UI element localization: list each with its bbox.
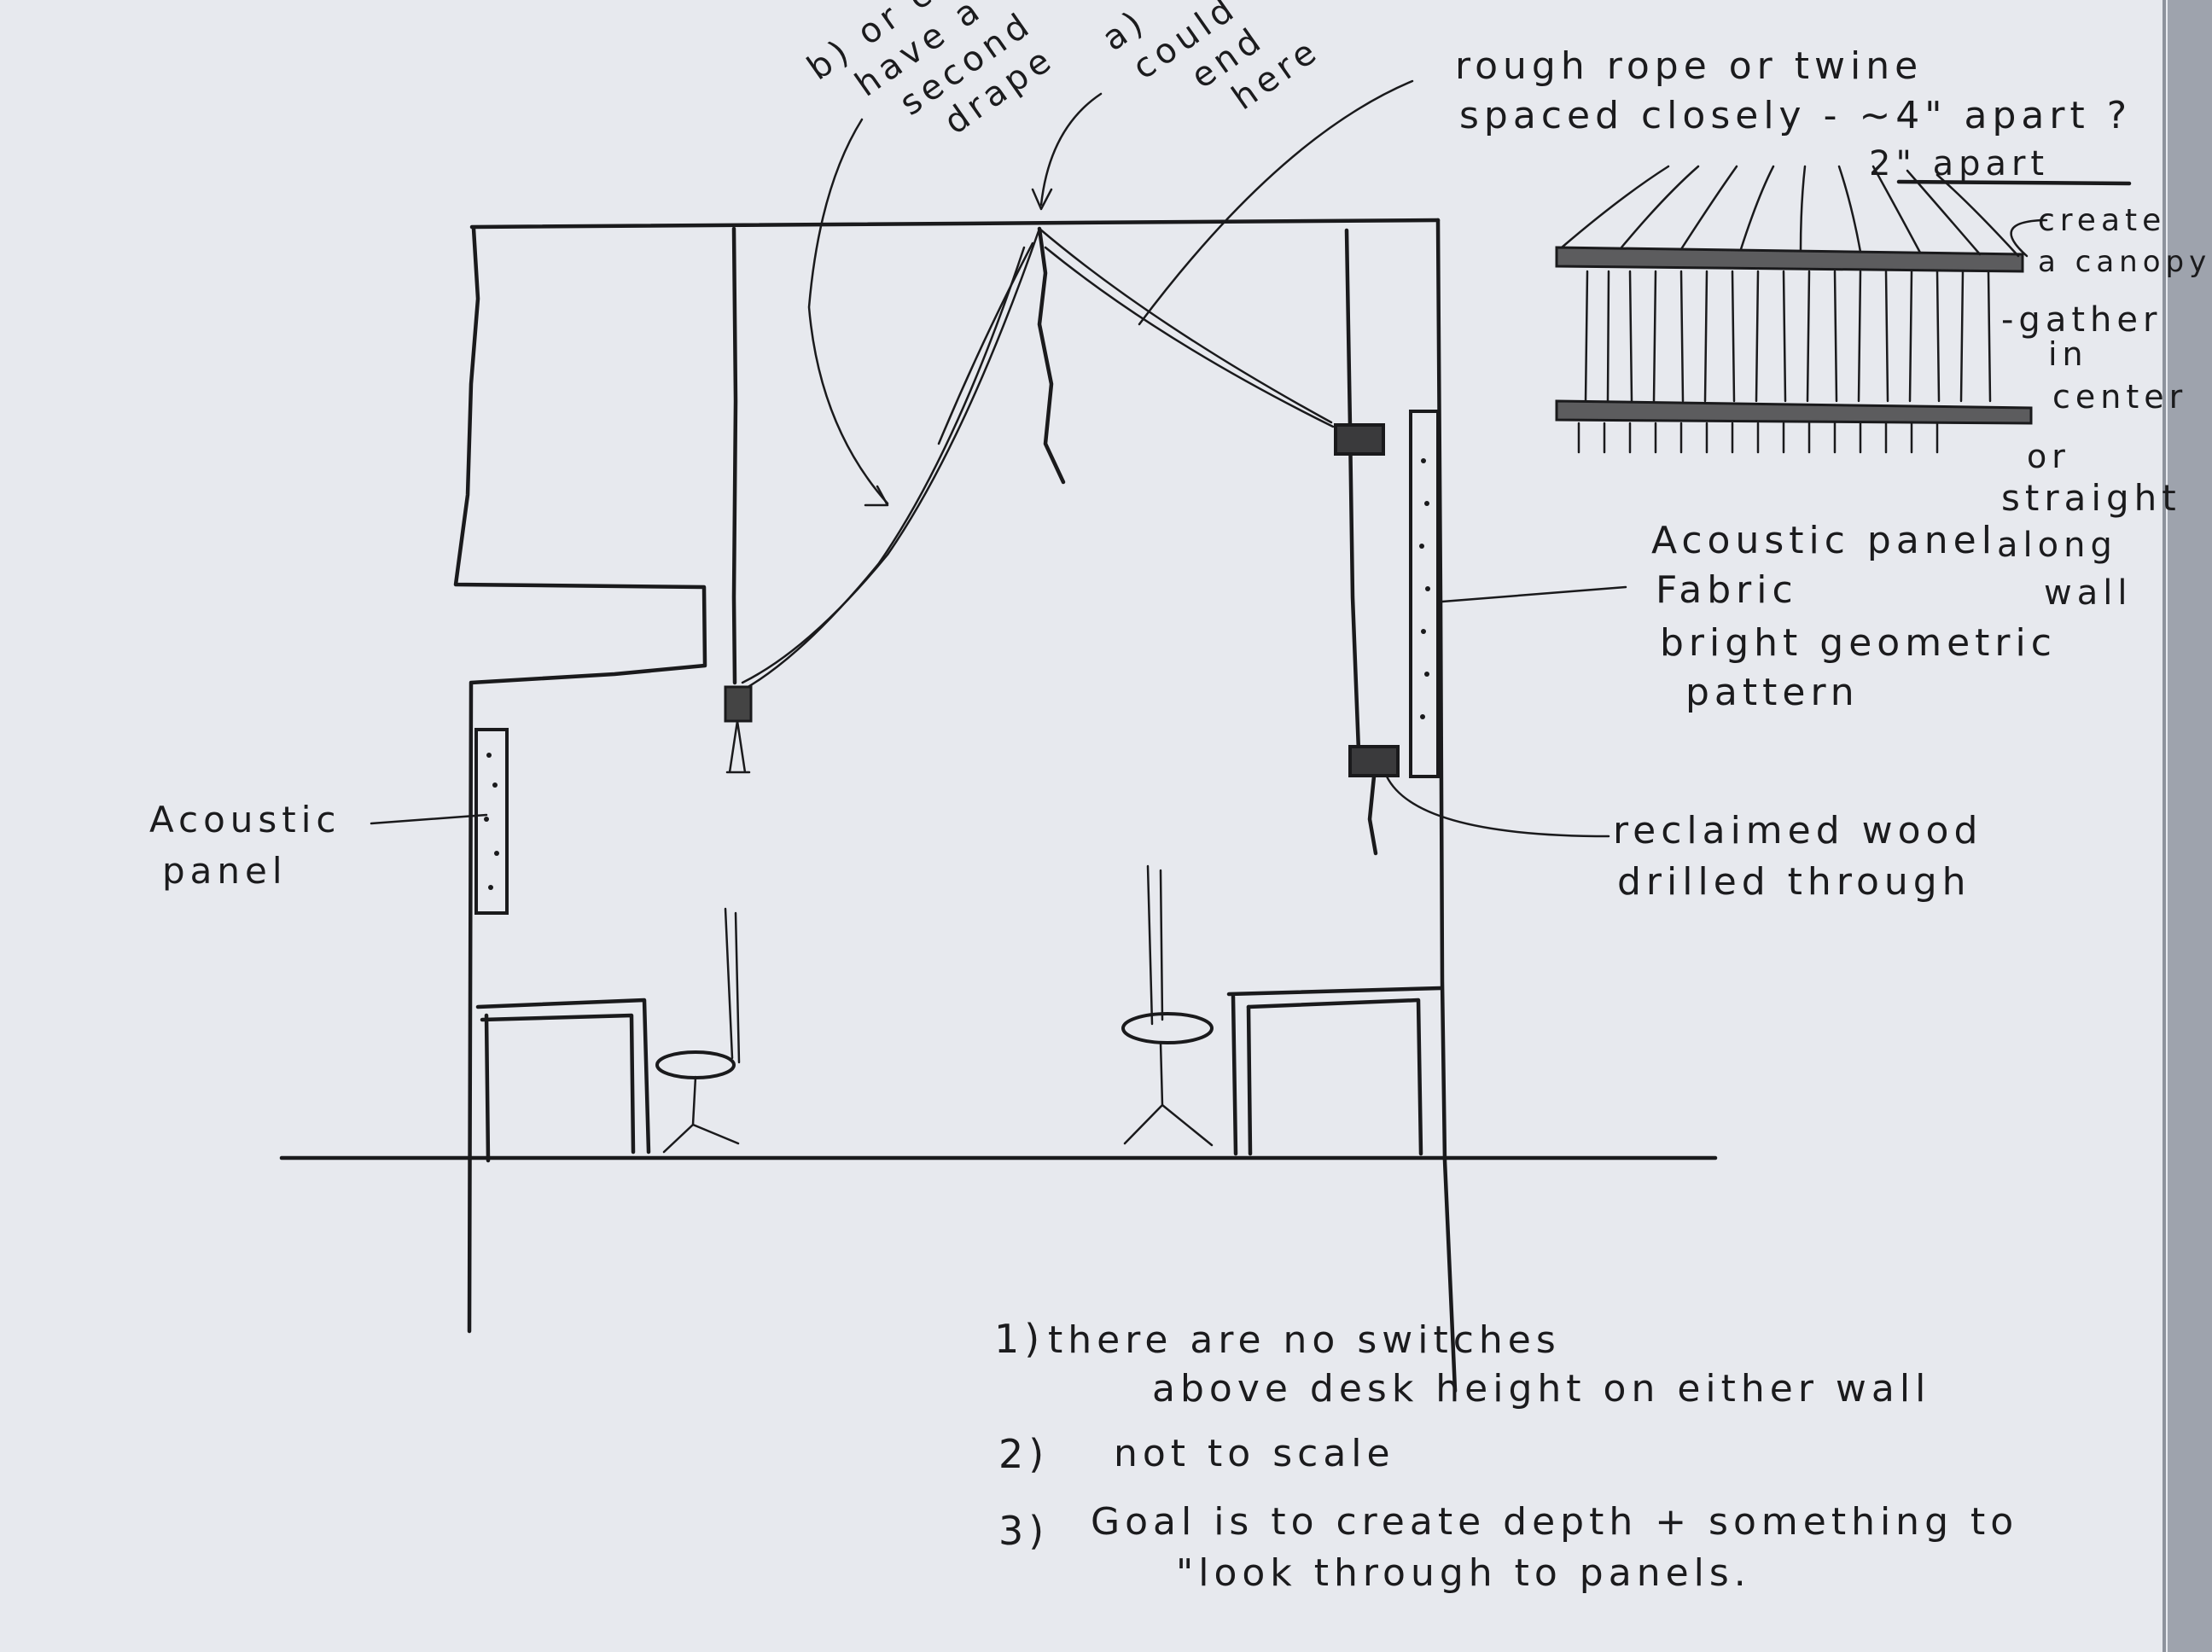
annotation-reclaimed-wood: reclaimed wood drilled through [1613,809,1982,904]
right-rope-assembly [1334,228,1400,856]
wood-block-lower [1348,745,1400,777]
panel-fabric-line2: Fabric [1656,568,1798,612]
note-2-line1: not to scale [1114,1432,1395,1475]
note-1-line1: there are no switches [1048,1318,1561,1362]
left-chair [655,907,741,1154]
annotation-rope: rough rope or twine spaced closely - ~4"… [1455,44,2132,183]
canopy-line1: create [2038,203,2166,238]
canopy-line6: or [2027,438,2070,475]
panel-fabric-line4: pattern [1685,671,1860,714]
left-panel-line1: Acoustic [149,799,341,841]
right-acoustic-panel [1409,410,1440,778]
canopy-line3: -gather [2001,300,2162,340]
drape-sketch [739,226,1335,693]
spacing-underline [1896,179,2132,186]
canopy-line7: straight [2001,477,2181,519]
panel-fabric-line1: Acoustic panel [1651,519,1997,562]
left-anchor [724,685,753,774]
numbered-notes: 1) there are no switches above desk heig… [994,1316,2018,1595]
right-chair [1121,864,1214,1147]
annotation-left-panel: Acoustic panel [149,799,341,892]
canopy-line5: center [2052,378,2187,416]
canopy-line8: along [1997,526,2117,565]
note-1-line2: above desk height on either wall [1152,1367,1930,1411]
note-1-number: 1) [994,1316,1045,1362]
ceiling-line [469,218,1441,230]
wood-block-upper [1334,423,1385,456]
note-3-number: 3) [998,1508,1049,1554]
wood-line1: reclaimed wood [1613,809,1982,852]
leader-lines [370,79,1627,838]
left-panel-line2: panel [162,850,288,892]
annotation-canopy: create a canopy -gather in center or str… [1997,203,2211,613]
note-3-line2: "look through to panels. [1176,1551,1751,1595]
spacing-alt: 2" apart [1869,144,2049,183]
left-column-line [731,226,738,685]
note-3-line1: Goal is to create depth + something to [1091,1500,2018,1544]
paper-edge-shadow [2168,0,2212,1652]
right-desk [1226,986,1443,1156]
left-soffit-outline [453,226,707,1334]
canopy-line2: a canopy [2038,245,2211,279]
annotation-panel-fabric: Acoustic panel Fabric bright geometric p… [1651,519,2057,714]
left-desk [475,998,651,1163]
canopy-line4: in [2048,335,2088,373]
canopy-detail-sketch [1555,165,2132,454]
note-2-number: 2) [998,1431,1049,1477]
wood-line2: drilled through [1617,860,1971,904]
rope-note-line2: spaced closely - ~4" apart ? [1459,94,2132,137]
rope-note-line1: rough rope or twine [1455,44,1923,88]
left-acoustic-panel [474,728,509,915]
canopy-line9: wall [2044,573,2132,613]
panel-fabric-line3: bright geometric [1660,621,2057,665]
